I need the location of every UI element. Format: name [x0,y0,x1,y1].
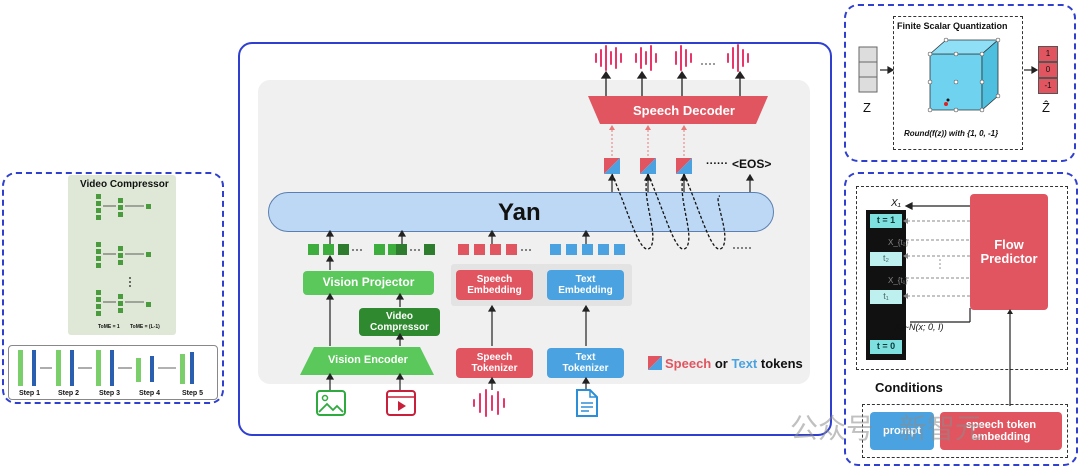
xt1-label: X_{t₁} [888,276,909,285]
video-icon [386,390,416,416]
z-label: Z [863,100,871,115]
t-one-box: t = 1 [870,214,902,228]
flow-inner [856,186,1068,370]
yan-architecture-panel [238,42,832,436]
flow-arrows [903,202,971,323]
text-tokenizer-box: Text Tokenizer [547,348,624,378]
yan-label: Yan [498,199,541,226]
yan-input-arrows [325,230,591,245]
timestep-column [866,210,906,360]
video-compressor-title: Video Compressor [80,179,169,190]
token-decoder-arrows [609,125,687,156]
fsq-title: Finite Scalar Quantization [897,21,1008,31]
steps-strip [8,345,218,400]
conditions-arrow [1007,309,1013,406]
step-1-label: Step 1 [19,390,41,397]
watermark: 公众号 · 新智元 [790,413,983,444]
flow-panel [844,172,1078,466]
ellipsis-eos: ······ [706,158,728,170]
generated-tokens [604,158,692,174]
zhat-label: Ẑ [1042,100,1050,115]
fsq-panel [844,4,1076,162]
legend-tokens: tokens [757,356,803,371]
speech-tokenizer-box: Speech Tokenizer [456,348,533,378]
xt2-label: X_{t₂} [888,238,909,247]
fsq-arrows [880,65,1039,75]
audio-waveform-icon [473,389,505,417]
video-compressor-panel [2,172,224,404]
output-waveforms [595,44,749,72]
flow-predictor-box: Flow Predictor [970,194,1048,310]
fsq-formula: Round(f(z)) with {1, 0, -1} [904,129,999,138]
fsq-cube [927,37,1001,113]
zhat-value-3: -1 [1038,78,1058,94]
autoregressive-loops [611,173,726,250]
image-icon [316,390,346,416]
yan-output-arrows [607,174,755,193]
speech-decoder-label: Speech Decoder [633,103,735,118]
legend-text: Speech or Text tokens [665,356,803,371]
x0-label: X₀~N(x; 0, I) [894,322,944,332]
legend-speech: Speech [665,356,712,371]
video-compressor-box: Video Compressor [359,308,440,336]
speech-decoder-shape [588,96,768,124]
vision-encoder-shape [300,347,434,375]
decoder-output-arrows [600,70,746,96]
yan-llm-bar [268,192,774,232]
x1-label: X₁ [891,198,901,209]
legend-token-icon [648,356,662,370]
prompt-box: prompt [870,412,934,450]
eos-token: <EOS> [732,157,772,171]
zhat-value-1: 1 [1038,46,1058,62]
text-embedding-box: Text Embedding [547,270,624,300]
vision-encoder-label: Vision Encoder [328,354,408,366]
step-4-label: Step 4 [139,390,161,397]
legend-or: or [711,356,732,371]
z-vector [858,46,878,93]
t-one-sub-box: t₁ [870,290,902,304]
step-5-label: Step 5 [182,390,204,397]
input-arrows [325,254,591,390]
vision-projector-box: Vision Projector [303,271,434,295]
speech-embedding-box: Speech Embedding [456,270,533,300]
conditions-label: Conditions [875,380,943,395]
fsq-inner [893,16,1023,150]
zhat-value-2: 0 [1038,62,1058,78]
document-icon [576,389,598,417]
yan-inner-bg [258,80,810,384]
steps-schematic [18,350,194,386]
video-compressor-schematic [96,194,151,316]
conditions-group [862,404,1068,458]
zhat-vector: 1 0 -1 [1038,46,1058,94]
step-3-label: Step 3 [99,390,121,397]
speech-token-embedding-box: speech token embedding [940,412,1062,450]
tome-label-2: ToME = (L-1) [130,324,160,330]
legend-text-label: Text [731,356,758,371]
tome-label-1: ToME = 1 [98,324,120,330]
input-token-row [308,244,751,255]
t-two-box: t₂ [870,252,902,266]
t-zero-box: t = 0 [870,340,902,354]
step-2-label: Step 2 [58,390,80,397]
